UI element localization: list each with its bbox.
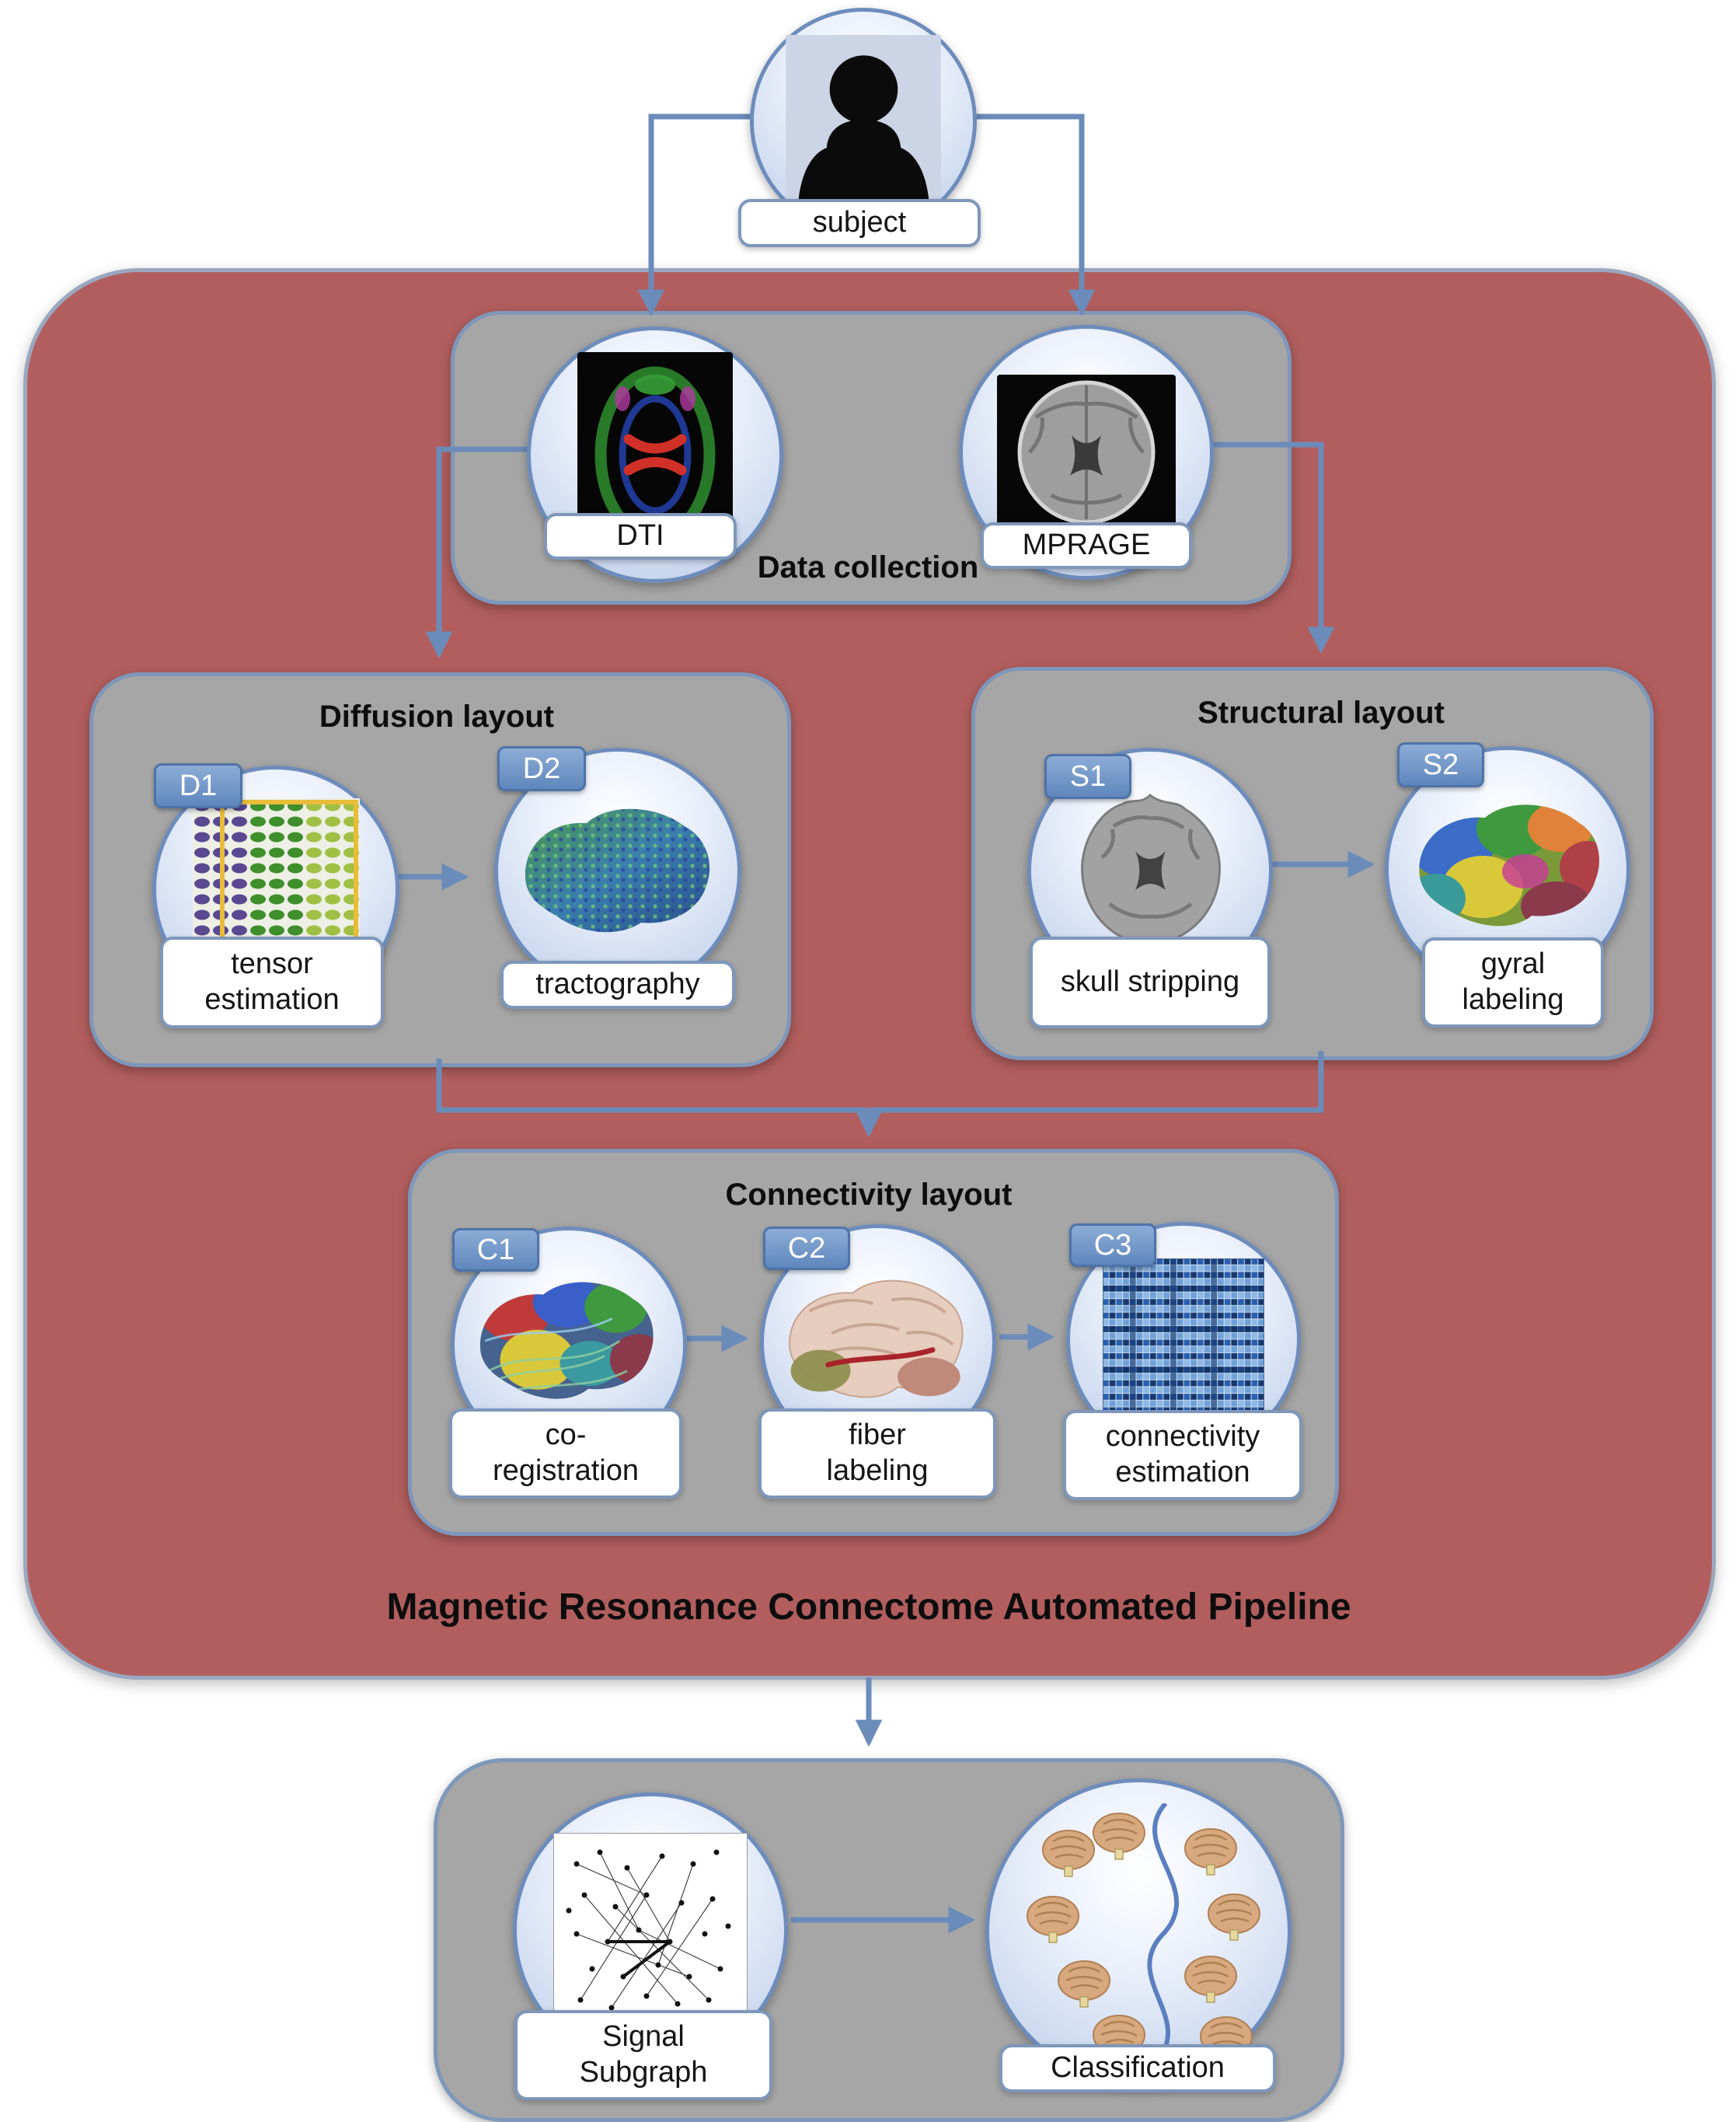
tractography-image [525, 808, 709, 932]
tractography-label: tractography [500, 961, 735, 1009]
d1-tag: D1 [154, 763, 242, 808]
fiber-labeling-label: fiber labeling [758, 1408, 996, 1499]
mprage-image [997, 375, 1176, 530]
mprage-label: MPRAGE [981, 522, 1192, 569]
diffusion-layout-title: Diffusion layout [319, 700, 555, 734]
c3-tag: C3 [1069, 1223, 1156, 1267]
pipeline-title: Magnetic Resonance Connectome Automated … [386, 1586, 1351, 1628]
skull-stripped-brain-image [1080, 793, 1221, 946]
s2-tag: S2 [1397, 742, 1484, 787]
s1-tag: S1 [1044, 754, 1131, 799]
structural-layout-title: Structural layout [1197, 696, 1445, 730]
dti-label: DTI [544, 513, 737, 560]
signal-subgraph-plot [553, 1833, 748, 2027]
coregistration-label: co-registration [449, 1408, 682, 1499]
subject-label: subject [738, 199, 981, 247]
coregistration-brain-image [479, 1282, 654, 1399]
classification-node [985, 1778, 1292, 2085]
subject-silhouette-icon [786, 35, 941, 208]
subject-node [750, 8, 977, 235]
d2-tag: D2 [497, 746, 586, 791]
tensor-estimation-label: tensor estimation [160, 937, 384, 1028]
connectivity-estimation-label: connectivity estimation [1063, 1410, 1302, 1500]
classification-illustration [1026, 1803, 1261, 2060]
connectivity-layout-title: Connectivity layout [725, 1178, 1013, 1212]
skull-stripping-label: skull stripping [1030, 937, 1271, 1028]
data-collection-title: Data collection [757, 550, 979, 585]
signal-subgraph-label: Signal Subgraph [514, 2010, 772, 2100]
gyral-labeled-brain-image [1418, 804, 1599, 926]
fiber-labeling-brain-image [788, 1279, 964, 1398]
classification-label: Classification [999, 2044, 1276, 2092]
c1-tag: C1 [452, 1228, 539, 1272]
connectivity-matrix-image [1103, 1258, 1264, 1420]
c2-tag: C2 [763, 1227, 850, 1270]
gyral-labeling-label: gyral labeling [1422, 937, 1604, 1028]
tractography-node [494, 748, 741, 995]
